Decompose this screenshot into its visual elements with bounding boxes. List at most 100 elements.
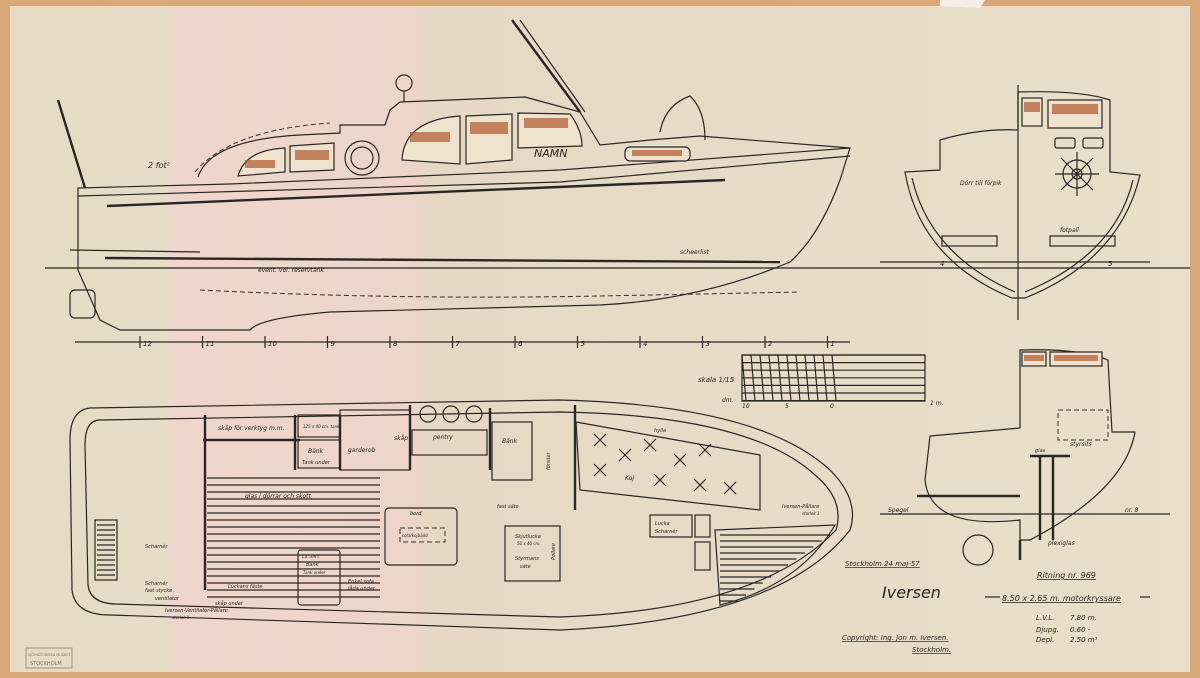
spec-value: 2.50 m³: [1070, 636, 1098, 644]
cushion-mark: [673, 453, 687, 467]
station-label: 10: [268, 340, 277, 348]
plan-label: fast stycke: [145, 588, 172, 594]
plan-label: Styrmans: [515, 556, 539, 562]
plan-label: Bänk: [502, 438, 518, 445]
plan-label: Bänk: [308, 448, 324, 455]
plan-label: garderob: [348, 447, 376, 454]
plan-label: låda under: [348, 585, 376, 592]
plan-label: Scharnér: [145, 580, 168, 587]
drawing-number: Ritning nr. 969: [1037, 571, 1096, 580]
spec-label: Depl.: [1036, 636, 1054, 644]
plan-label: storlek 1: [802, 511, 819, 516]
spec-label: Djupg.: [1036, 626, 1059, 634]
scale-line: [822, 354, 828, 402]
title-block: Stockholm 24 maj-57 Iversen Ritning nr. …: [842, 560, 1150, 654]
tank-label: event. vol. reservtank: [258, 267, 324, 274]
spec-value: 0.60 -: [1070, 626, 1091, 634]
scale-unit-m: 1 m.: [930, 400, 944, 407]
cushion-mark: [653, 473, 667, 487]
plan-label: hylla: [654, 428, 666, 434]
door-label: Dörr till förpik: [960, 180, 1002, 187]
scale-line: [777, 354, 783, 402]
plan-label: skåp: [394, 435, 408, 442]
scale-line: [786, 354, 792, 402]
cushion-mark: [723, 481, 737, 495]
scale-line: [831, 354, 837, 402]
plan-label: Koj: [625, 475, 634, 482]
station-label: 11: [206, 340, 215, 348]
scale-bar: skala 1/15 dm. 1 m. 10 5 0: [698, 354, 944, 410]
station-label: 2: [768, 340, 773, 348]
cockpit-seat-label: styrsits: [1070, 441, 1092, 448]
scale-label: skala 1/15: [698, 376, 735, 384]
scale-line: [768, 354, 774, 402]
cushion-mark: [593, 463, 607, 477]
stamp-text: STOCKHOLM: [30, 661, 62, 667]
scale-tick: 5: [785, 403, 789, 410]
mirror-label: Spegel: [888, 507, 909, 514]
spec-label: L.V.L.: [1036, 614, 1054, 622]
station-label: 1: [831, 340, 835, 348]
scale-tick: 10: [742, 403, 750, 410]
plan-label: Lucka: [655, 521, 670, 527]
station-label: 12: [143, 340, 152, 348]
station-5: 5: [1108, 260, 1113, 268]
copyright: Copyright: Ing. Jon m. Iversen.: [842, 634, 948, 642]
city: Stockholm.: [912, 646, 951, 654]
station-label: 8: [393, 340, 398, 348]
cushion-mark: [593, 433, 607, 447]
station-4: 4: [940, 260, 944, 268]
station-label: 7: [456, 340, 461, 348]
section-view-aft: styrsits glas plexiglas Spegel nr. 8: [880, 349, 1170, 566]
museum-stamp: SJÖHISTORISKA MUSEET STOCKHOLM: [25, 647, 73, 669]
plan-label: Enkel sofa: [348, 579, 374, 585]
scale-line: [759, 354, 765, 402]
plan-label: säte: [520, 564, 531, 570]
scale-line: [813, 354, 819, 402]
plan-label: Scharnér: [145, 543, 168, 550]
plan-label: storlek II: [172, 615, 190, 620]
cushion-mark: [698, 443, 712, 457]
plan-label: Pollare: [551, 543, 557, 560]
drawing-title: 8.50 x 2.65 m. motorkryssare: [1002, 594, 1121, 603]
plan-label: fönster: [546, 451, 552, 470]
profile-view: NAMN 2 fot² event. vol. reservtank schee…: [45, 19, 1190, 348]
plan-label: sofa/kojbädd: [402, 533, 428, 538]
plan-view: skåp för verktyg m.m. 125 x 40 cm. tank …: [69, 399, 854, 631]
plexi-label: plexiglas: [1047, 540, 1075, 547]
scale-line: [750, 354, 756, 402]
station-label: 5: [581, 340, 586, 348]
footrest-label: fotpall: [1060, 227, 1079, 234]
plan-label: skåp för verktyg m.m.: [218, 425, 285, 432]
section-view-midship: Dörr till förpik fotpall 4 5: [880, 85, 1150, 320]
station-label: 9: [331, 340, 336, 348]
scale-tick: 0: [830, 403, 834, 410]
station-label: 4: [643, 340, 647, 348]
pencil-note: 2 fot²: [148, 161, 170, 170]
station-scale: 12 11 10 9 8 7 6 5 4 3 2 1: [139, 336, 835, 348]
scale-line: [795, 354, 801, 402]
cabin-windows: [237, 112, 691, 177]
glass-label: glas: [1035, 448, 1046, 454]
station-label: 6: [518, 340, 523, 348]
plan-label: skåp under: [215, 600, 244, 607]
plan-label: glas i dörrar och skott: [245, 493, 312, 500]
spec-value: 7.80 m.: [1070, 614, 1097, 622]
signature: Iversen: [882, 583, 941, 602]
station-label: 3: [706, 340, 710, 348]
plan-label: fast säte: [497, 504, 519, 510]
plan-label: bord: [410, 511, 422, 517]
cushion-mark: [643, 438, 657, 452]
cushion-mark: [693, 478, 707, 492]
plan-label: ventilator: [155, 596, 180, 602]
plan-label: Scharnér: [655, 528, 678, 535]
stamp-text: SJÖHISTORISKA MUSEET: [28, 652, 71, 657]
scale-line: [804, 354, 810, 402]
scale-unit-dm: dm.: [722, 397, 734, 404]
plan-label: Luckans fäste: [228, 584, 263, 590]
plan-label: pentry: [432, 434, 453, 441]
plan-label: Skjutlucka: [515, 534, 541, 540]
cushion-mark: [618, 448, 632, 462]
